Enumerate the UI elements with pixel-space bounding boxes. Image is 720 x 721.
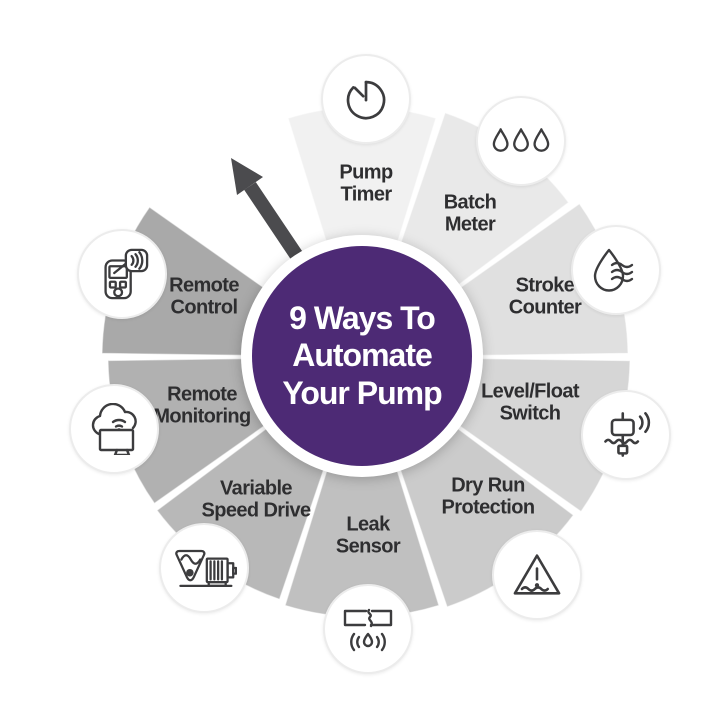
leak-sensor-icon bbox=[343, 608, 393, 652]
pump-timer-icon bbox=[346, 80, 386, 120]
badge-batch-meter bbox=[476, 96, 566, 186]
stroke-counter-icon bbox=[593, 248, 634, 292]
wheel-title-line-2: Automate bbox=[292, 337, 433, 374]
label-batch-meter: Batch Meter bbox=[443, 191, 497, 236]
label-remote-control: Remote Control bbox=[169, 274, 239, 319]
wheel-title: 9 Ways To Automate Your Pump bbox=[257, 300, 467, 412]
label-pump-timer: Pump Timer bbox=[339, 161, 393, 206]
badge-stroke-counter bbox=[571, 225, 661, 315]
badge-level-float-switch bbox=[581, 390, 671, 480]
badge-remote-control bbox=[77, 229, 167, 319]
label-level-float-switch: Level/Float Switch bbox=[481, 380, 579, 425]
badge-dry-run-protection bbox=[492, 530, 582, 620]
label-dry-run-protection: Dry Run Protection bbox=[441, 474, 536, 519]
wheel-title-line-1: 9 Ways To bbox=[289, 299, 436, 336]
badge-pump-timer bbox=[321, 54, 411, 144]
label-leak-sensor: Leak Sensor bbox=[335, 513, 401, 558]
level-float-switch-icon bbox=[604, 412, 651, 457]
center-circle bbox=[252, 246, 472, 466]
label-stroke-counter: Stroke Counter bbox=[508, 274, 582, 319]
wheel-title-line-3: Your Pump bbox=[282, 374, 442, 411]
remote-monitoring-icon bbox=[91, 403, 137, 455]
badge-leak-sensor bbox=[323, 584, 413, 674]
label-remote-monitoring: Remote Monitoring bbox=[153, 383, 251, 428]
batch-meter-icon bbox=[492, 128, 550, 152]
label-variable-speed-drive: Variable Speed Drive bbox=[201, 477, 311, 522]
badge-remote-monitoring bbox=[69, 384, 159, 474]
remote-control-icon bbox=[104, 248, 149, 300]
badge-variable-speed-drive bbox=[159, 523, 249, 613]
variable-speed-drive-icon bbox=[175, 549, 237, 588]
dry-run-protection-icon bbox=[513, 554, 561, 595]
